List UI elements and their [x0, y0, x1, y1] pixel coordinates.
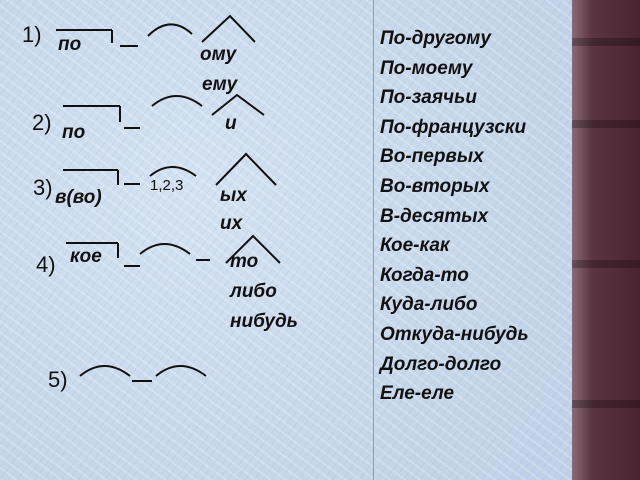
- list-item: Во-первых: [380, 146, 484, 168]
- list-item: Откуда-нибудь: [380, 323, 529, 345]
- decorative-side-strip: [572, 0, 640, 480]
- root-arc-4: [139, 243, 191, 255]
- ending-label: нибудь: [230, 311, 298, 332]
- list-item: По-заячьи: [380, 87, 478, 109]
- list-item: Еле-еле: [380, 383, 455, 405]
- prefix-mark-3: [63, 169, 119, 185]
- list-item: По-другому: [380, 28, 491, 49]
- list-item: Когда-то: [380, 264, 469, 286]
- ending-label: либо: [230, 281, 277, 302]
- list-item: В-десятых: [380, 205, 489, 227]
- prefix-label: по: [62, 122, 86, 143]
- root-arc-5a: [79, 365, 131, 377]
- list-item: Кое-как: [380, 235, 450, 257]
- examples-list: По-другому По-моему По-заячьи По-француз…: [380, 24, 529, 409]
- ending-label: ых: [220, 185, 247, 206]
- suffix-mark-4: [225, 234, 281, 264]
- prefix-mark-2: [63, 105, 121, 122]
- ending-label: то: [230, 251, 259, 272]
- root-arc-1: [147, 23, 193, 37]
- ending-label: ему: [202, 74, 238, 95]
- prefix-label: кое: [70, 246, 102, 267]
- root-arc-2: [151, 95, 203, 107]
- rule-number: 4): [36, 252, 56, 277]
- prefix-label: в(во): [55, 187, 102, 208]
- suffix-mark-1: [201, 14, 256, 43]
- prefix-mark-4: [66, 242, 119, 258]
- list-item: Долго-долго: [380, 353, 502, 375]
- list-item: По-моему: [380, 57, 473, 79]
- root-arc-5b: [155, 365, 207, 377]
- rule-number: 3): [33, 175, 53, 200]
- suffix-mark-2: [211, 93, 265, 116]
- column-divider: [373, 0, 374, 480]
- ordinal-note: 1,2,3: [150, 177, 184, 194]
- root-arc-3: [149, 166, 197, 177]
- ending-label: ому: [200, 44, 237, 65]
- suffix-mark-3: [215, 152, 277, 186]
- list-item: Куда-либо: [380, 294, 478, 316]
- rule-number: 2): [32, 110, 52, 135]
- rule-number: 1): [22, 22, 42, 47]
- ending-label: их: [220, 213, 243, 234]
- list-item: По-французски: [380, 116, 527, 138]
- rule-number: 5): [48, 367, 68, 392]
- prefix-label: по: [58, 34, 82, 55]
- ending-label: и: [225, 113, 237, 134]
- list-item: Во-вторых: [380, 175, 490, 197]
- prefix-mark-1: [56, 29, 113, 43]
